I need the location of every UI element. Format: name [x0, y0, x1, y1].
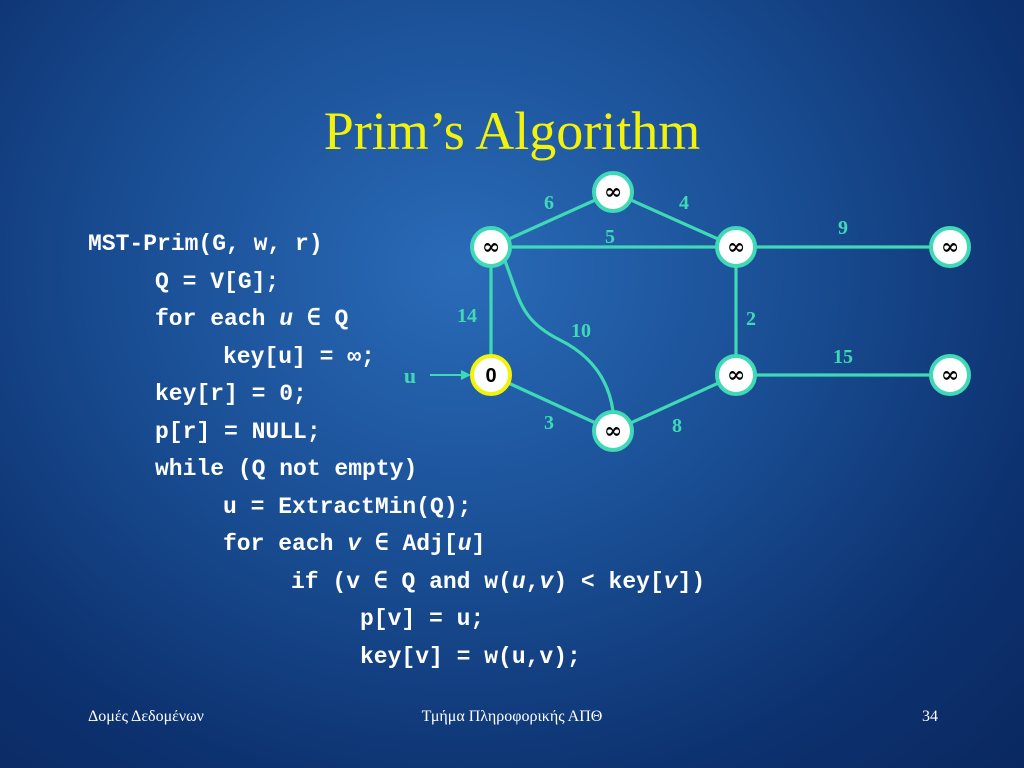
node-r1	[929, 226, 971, 268]
edge-weight-l-top: 6	[544, 192, 554, 214]
code-line-5: key[r] = 0;	[155, 381, 307, 407]
node-label-l: ∞	[482, 234, 500, 260]
code-line-6: p[r] = NULL;	[155, 418, 321, 445]
node-label-m: ∞	[727, 234, 745, 260]
footer-department: Τμήμα Πληροφορικής ΑΠΘ	[421, 708, 603, 725]
footer-course-name: Δομές Δεδομένων	[88, 708, 204, 725]
node-label-root: 0	[485, 365, 496, 387]
node-r2	[929, 354, 971, 396]
code-line-7: while (Q not empty)	[155, 456, 418, 482]
slide-title: Prim’s Algorithm	[323, 101, 701, 161]
pointer-label: u	[404, 363, 416, 388]
code-line-4: key[u] = ∞;	[223, 343, 375, 370]
code-line-8: u = ExtractMin(Q);	[223, 493, 472, 520]
code-line-1: MST-Prim(G, w, r)	[88, 231, 323, 257]
edge-weight-l-m: 5	[605, 226, 615, 248]
slide-number: 34	[922, 708, 938, 725]
code-line-3: for each u ∈ Q	[155, 306, 349, 332]
edge-weight-m-r1: 9	[838, 217, 848, 239]
edge-weight-root-bot: 3	[544, 412, 554, 434]
edge-weight-bot-m2: 8	[672, 415, 682, 437]
pseudocode-block: MST-Prim(G, w, r) Q = V[G]; for each u ∈…	[88, 226, 705, 676]
edge-bot-m2	[612, 373, 737, 433]
edge-weight-m2-r2: 15	[833, 346, 853, 368]
edge-weight-l-bot: 10	[571, 320, 591, 342]
node-label-bot: ∞	[604, 418, 622, 444]
node-top	[592, 171, 634, 213]
node-label-r1: ∞	[941, 234, 959, 260]
edge-root-bot	[490, 373, 614, 433]
node-label-r2: ∞	[941, 362, 959, 388]
node-l	[470, 226, 512, 268]
node-m2	[715, 354, 757, 396]
edge-l-top	[490, 190, 614, 249]
node-root	[470, 354, 512, 396]
code-line-2: Q = V[G];	[155, 268, 280, 295]
edge-weight-top-m: 4	[679, 192, 689, 214]
pointer-arrow-head	[461, 370, 471, 380]
node-label-top: ∞	[604, 179, 622, 205]
code-line-11: p[v] = u;	[360, 606, 485, 632]
code-line-9: for each v ∈ Adj[u]	[223, 531, 486, 557]
node-bot	[592, 410, 634, 452]
edge-top-m	[612, 190, 737, 249]
code-line-12: key[v] = w(u,v);	[360, 643, 581, 670]
edge-weight-m-m2: 2	[746, 308, 756, 330]
edge-l-bot	[503, 260, 615, 412]
code-line-10: if (v ∈ Q and w(u,v) < key[v])	[291, 568, 706, 595]
edge-weight-l-root: 14	[457, 305, 477, 327]
node-label-m2: ∞	[727, 362, 745, 388]
node-m	[715, 226, 757, 268]
